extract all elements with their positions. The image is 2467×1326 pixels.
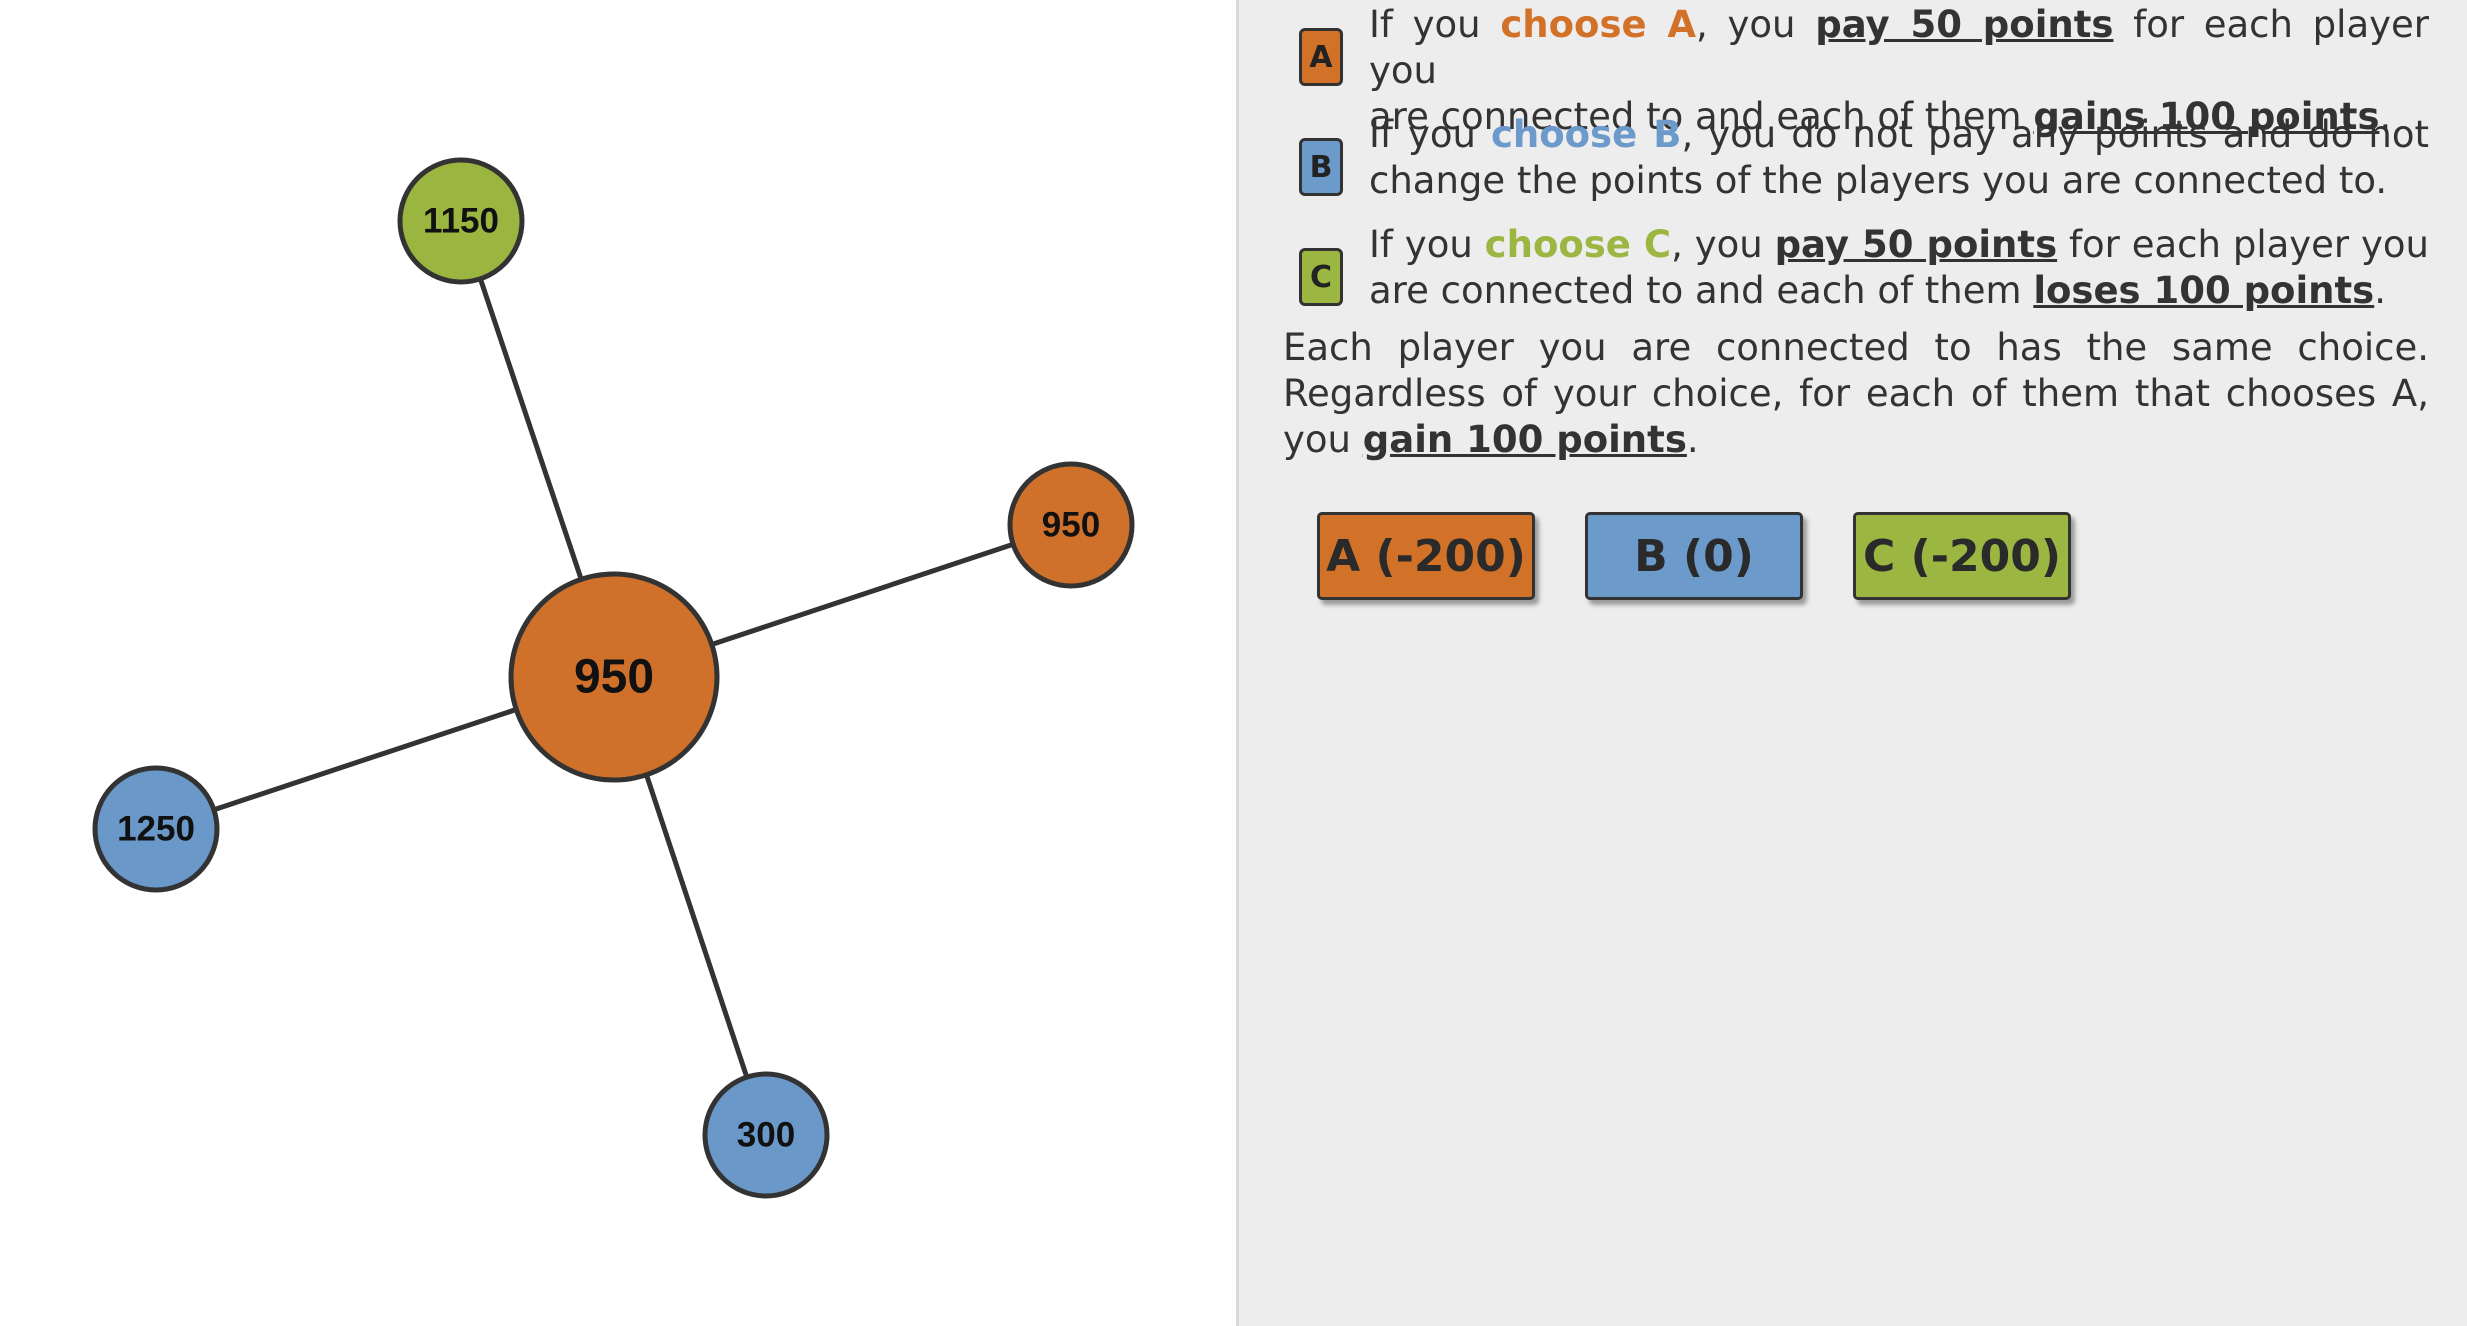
player-node-circle-bottom [702,1071,830,1199]
rule-a-text: If you choose A, you pay 50 points for e… [1369,3,2429,138]
cost-c-label: pay 50 points [1774,223,2058,266]
player-node-center: 950 [508,571,720,783]
player-node-right: 950 [1007,461,1135,589]
player-node-value-top: 1150 [423,202,499,241]
choose-b-button[interactable]: B (0) [1585,512,1803,600]
network-graph: 950 1150 950 1250 300 [92,157,1135,1199]
rule-b-text: If you choose B, you do not pay any poin… [1369,113,2430,202]
instructions-panel: A If you choose A, you pay 50 points for… [1236,0,2467,1326]
rule-c-text: If you choose C, you pay 50 points for e… [1369,223,2429,312]
effect-a-label: gains 100 points [2033,95,2380,138]
summary-text: Each player you are connected to has the… [1283,326,2429,461]
player-node-circle-top [397,157,525,285]
player-node-value-bottom: 300 [737,1116,795,1155]
player-node-circle-left [92,765,220,893]
player-node-circle-right [1007,461,1135,589]
player-node-value-left: 1250 [117,810,195,849]
player-node-value-center: 950 [574,651,654,704]
player-node-top: 1150 [397,157,525,285]
player-node-value-right: 950 [1042,506,1100,545]
cost-a-label: pay 50 points [1815,3,2114,46]
choose-a-button[interactable]: A (-200) [1317,512,1535,600]
choose-b-label: choose B [1490,113,1682,156]
gain-label: gain 100 points [1362,418,1687,461]
choose-c-button[interactable]: C (-200) [1853,512,2071,600]
player-node-circle-center [508,571,720,783]
choice-a-badge: A [1299,28,1343,86]
player-node-left: 1250 [92,765,220,893]
network-graph-panel: 950 1150 950 1250 300 [92,157,1135,1199]
player-node-bottom: 300 [702,1071,830,1199]
choose-c-label: choose C [1484,223,1672,266]
effect-c-label: loses 100 points [2033,269,2375,312]
choice-c-badge: C [1299,248,1343,306]
choose-a-label: choose A [1500,3,1697,46]
choice-b-badge: B [1299,138,1343,196]
